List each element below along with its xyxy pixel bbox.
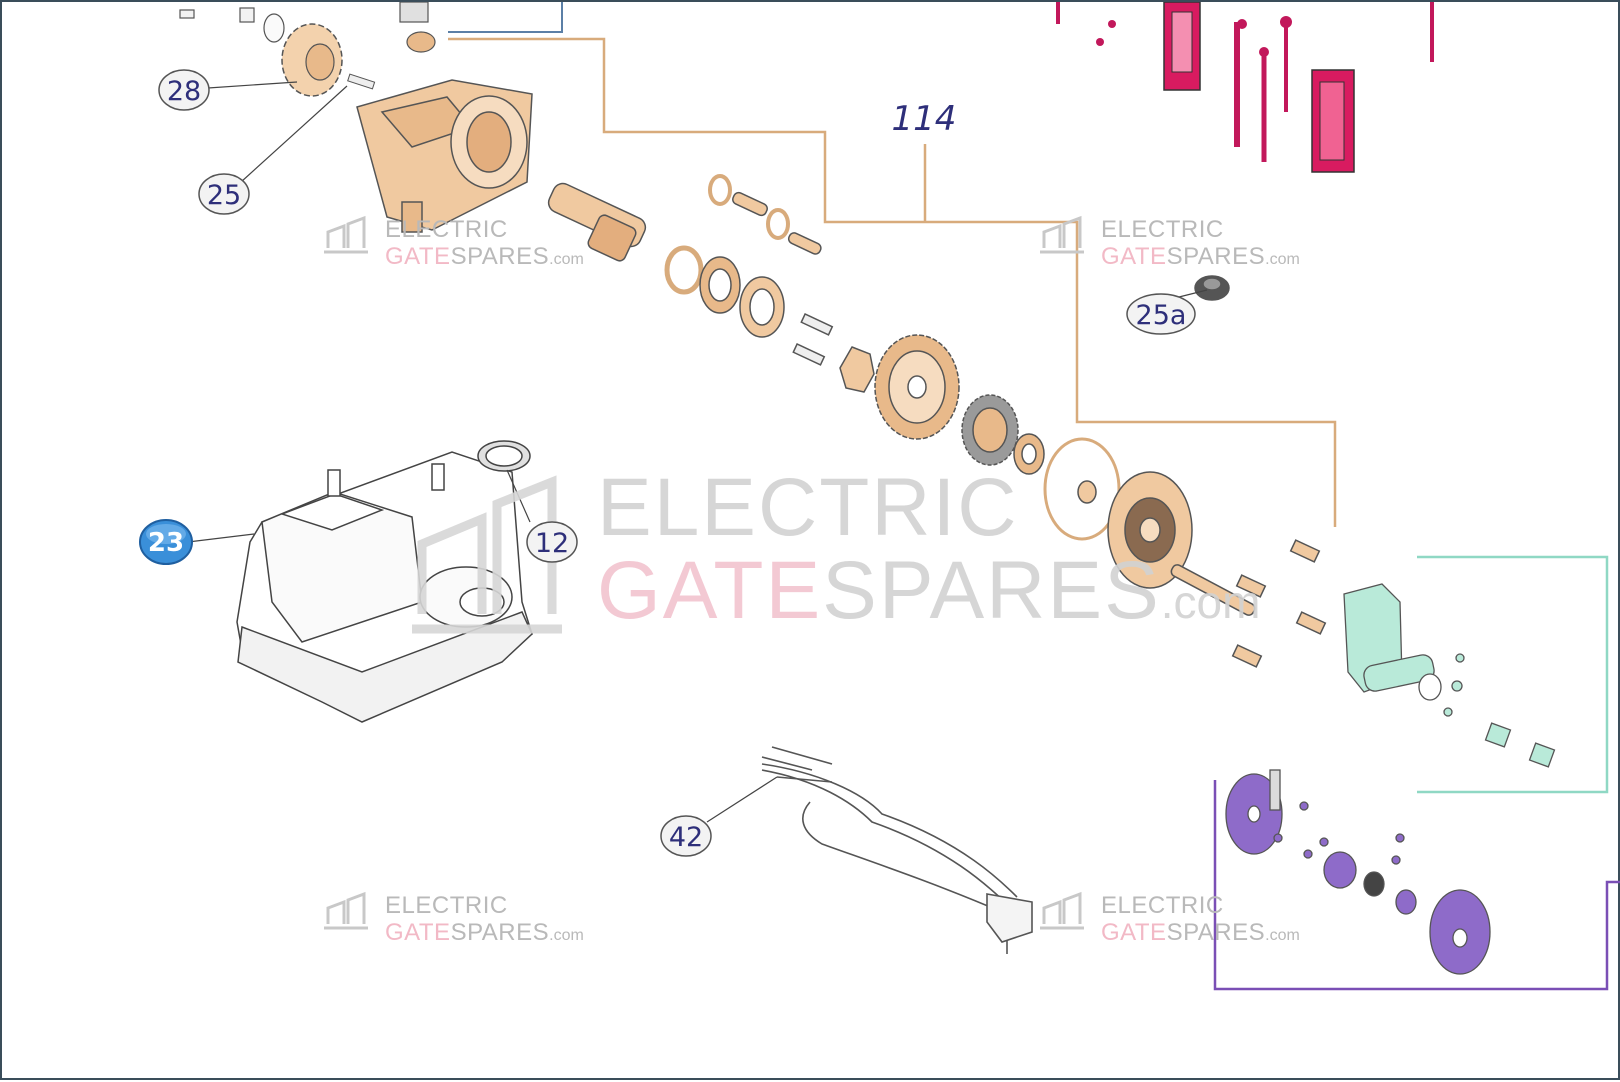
svg-text:42: 42 [669, 822, 703, 853]
assembly-bracket-tan [448, 37, 1337, 527]
svg-text:23: 23 [148, 528, 184, 558]
gearbox-housing [356, 79, 533, 233]
callout-25: 25 [198, 173, 250, 215]
assembly-bracket-teal [1417, 555, 1609, 794]
svg-text:28: 28 [167, 76, 201, 107]
watermark-small-top-right: ELECTRIC GATESPARES.com [1040, 215, 1300, 270]
pin [347, 73, 376, 90]
wm-line1: ELECTRIC [1101, 216, 1224, 243]
wm-big-line2: GATESPARES.com [597, 545, 1260, 636]
base-housing [236, 440, 533, 723]
svg-text:25: 25 [207, 180, 241, 211]
svg-text:25a: 25a [1136, 300, 1187, 331]
power-cable [761, 746, 1033, 954]
bracket-blue-top [448, 2, 563, 33]
assembly-bracket-purple [1213, 780, 1620, 991]
wm-line2: GATESPARES.com [385, 243, 584, 270]
watermark-small-top-left: ELECTRIC GATESPARES.com [324, 215, 584, 270]
svg-text:12: 12 [535, 528, 569, 559]
wm-line1: ELECTRIC [385, 892, 508, 919]
encoder-assembly [1225, 769, 1491, 975]
drive-train [547, 174, 1327, 668]
watermark-small-bottom-right: ELECTRIC GATESPARES.com [1040, 891, 1300, 946]
pink-assembly-group [1056, 2, 1434, 173]
watermark-small-bottom-left: ELECTRIC GATESPARES.com [324, 891, 584, 946]
wm-line1: ELECTRIC [385, 216, 508, 243]
wm-big-line1: ELECTRIC [597, 462, 1019, 553]
wm-line2: GATESPARES.com [1101, 919, 1300, 946]
wm-line1: ELECTRIC [1101, 892, 1224, 919]
pinion-gear [281, 23, 343, 97]
watermark-large-center: ELECTRIC GATESPARES.com [412, 462, 1260, 636]
callout-28: 28 [158, 69, 210, 111]
callout-42: 42 [660, 815, 712, 857]
callout-25a: 25a [1126, 293, 1196, 335]
wm-line2: GATESPARES.com [1101, 243, 1300, 270]
callout-23-highlighted[interactable]: 23 [139, 519, 193, 565]
top-left-hardware [179, 2, 436, 53]
wm-line2: GATESPARES.com [385, 919, 584, 946]
assembly-label-114: 114 [892, 99, 957, 139]
callout-12: 12 [526, 521, 578, 563]
limit-switch-assembly [1343, 583, 1556, 768]
